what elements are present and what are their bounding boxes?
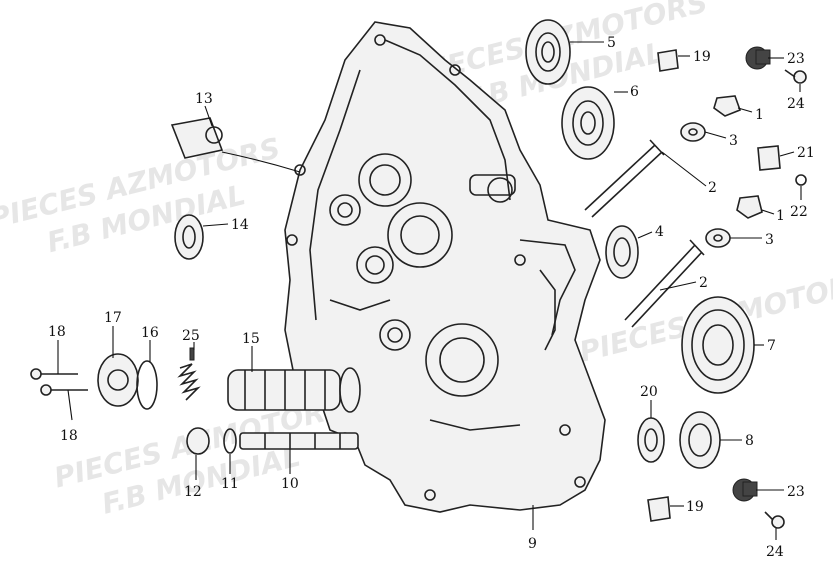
damper-mount-23: [745, 46, 771, 70]
callout-25: 25: [182, 328, 200, 344]
oil-seal-4: [605, 225, 639, 279]
shaft-10: [239, 432, 359, 450]
callout-16: 16: [141, 325, 159, 341]
callout-2: 2: [708, 180, 717, 196]
callout-11: 11: [221, 476, 239, 492]
crankcase-half: [284, 21, 606, 513]
callout-24: 24: [787, 96, 805, 112]
callout-18: 18: [48, 324, 66, 340]
dowel-pin-19-lower: [647, 496, 671, 522]
sealing-washer-11: [223, 428, 237, 454]
callout-19: 19: [693, 49, 711, 65]
stud-2: [584, 139, 665, 218]
ball-22: [795, 174, 807, 186]
callout-7: 7: [767, 338, 776, 354]
callout-20: 20: [640, 384, 658, 400]
callout-23: 23: [787, 51, 805, 67]
neutral-switch-13: [170, 117, 301, 173]
damper-mount-23-lower: [732, 478, 758, 502]
callout-18: 18: [60, 428, 78, 444]
oil-seal-14: [174, 214, 204, 260]
stud-2-lower: [624, 239, 705, 328]
bearing-7: [681, 296, 755, 394]
oil-seal-20: [637, 417, 665, 463]
callout-labels: 5 6 19 23 24 1 3 2 21 22 1 3 4 2 7 20 8 …: [48, 35, 815, 560]
callout-4: 4: [655, 224, 664, 240]
callout-9: 9: [528, 536, 537, 552]
callout-24: 24: [766, 544, 784, 560]
callout-3: 3: [765, 232, 774, 248]
bearing-8: [679, 411, 721, 469]
callout-2: 2: [699, 275, 708, 291]
nut-1: [713, 95, 742, 117]
oil-filter-screen-15: [227, 367, 361, 413]
callout-23: 23: [787, 484, 805, 500]
washer-3-lower: [705, 228, 731, 248]
bushing-21: [757, 145, 781, 171]
bolt-18-lower: [40, 384, 88, 396]
drain-plug-12: [186, 427, 210, 455]
nut-1-lower: [736, 195, 763, 219]
callout-3: 3: [729, 133, 738, 149]
bearing-6: [561, 86, 615, 160]
callout-12: 12: [184, 484, 202, 500]
callout-19: 19: [686, 499, 704, 515]
bolt-18: [30, 368, 78, 380]
dowel-pin-19: [657, 49, 679, 72]
callout-5: 5: [607, 35, 616, 51]
callout-21: 21: [797, 145, 815, 161]
washer-3: [680, 122, 706, 142]
callout-22: 22: [790, 204, 808, 220]
callout-17: 17: [104, 310, 122, 326]
bolt-24: [784, 69, 807, 84]
leader-lines: [57, 41, 802, 540]
spring-25: [177, 347, 201, 401]
callout-1: 1: [776, 208, 785, 224]
callout-8: 8: [745, 433, 754, 449]
callout-13: 13: [195, 91, 213, 107]
callout-10: 10: [281, 476, 299, 492]
callout-14: 14: [231, 217, 249, 233]
callout-15: 15: [242, 331, 260, 347]
callout-6: 6: [630, 84, 639, 100]
filter-cover-17: [97, 353, 139, 407]
bolt-24-lower: [764, 511, 785, 529]
callout-1: 1: [755, 107, 764, 123]
o-ring-16: [136, 360, 158, 410]
bearing-5: [525, 19, 571, 85]
